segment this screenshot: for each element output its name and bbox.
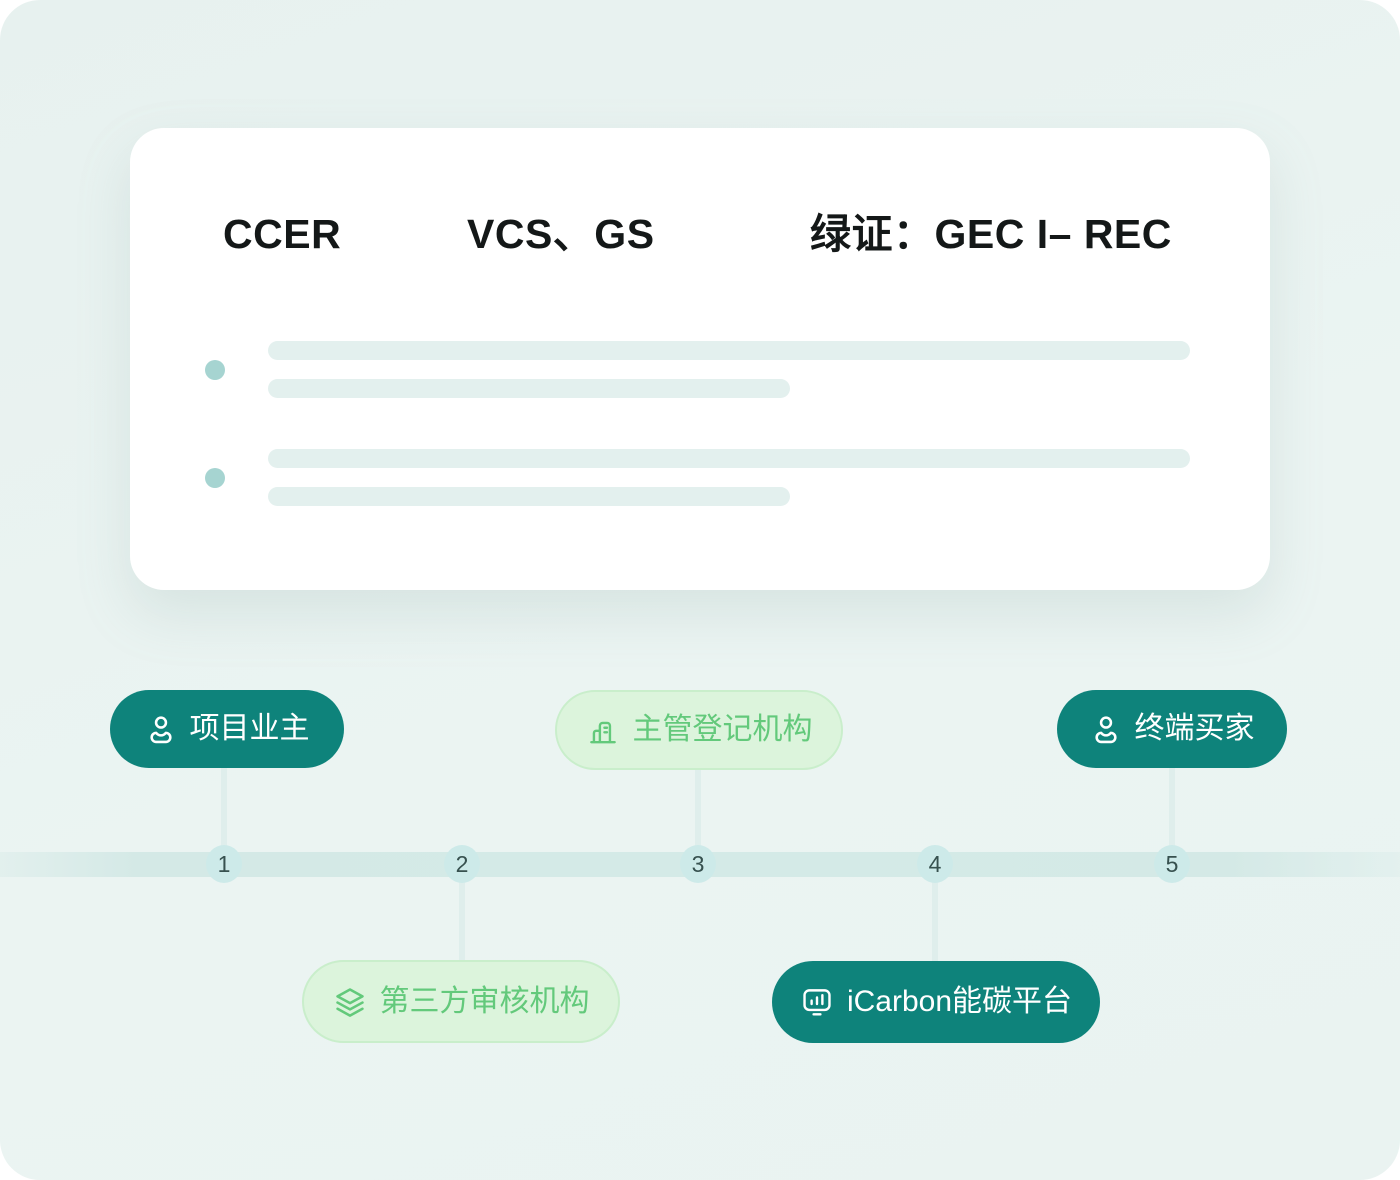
bullet-dot bbox=[205, 468, 225, 488]
connector-step-2 bbox=[459, 875, 465, 963]
connector-step-4 bbox=[932, 875, 938, 964]
entity-pill-label: 终端买家 bbox=[1134, 712, 1255, 745]
user-icon bbox=[145, 713, 177, 745]
step-circle-4: 4 bbox=[917, 845, 953, 883]
monitor-chart-icon bbox=[800, 985, 834, 1019]
user-icon bbox=[1090, 713, 1122, 745]
step-circle-2: 2 bbox=[444, 845, 480, 883]
entity-pill-label: 项目业主 bbox=[189, 712, 310, 745]
standard-label-green-cert: 绿证：GEC I– REC bbox=[810, 211, 1172, 257]
connector-step-3 bbox=[695, 768, 701, 854]
step-circle-5: 5 bbox=[1154, 845, 1190, 883]
entity-pill-label: 第三方审核机构 bbox=[379, 984, 590, 1018]
entity-pill-project-owner: 项目业主 bbox=[110, 690, 344, 768]
placeholder-bar bbox=[268, 449, 1190, 468]
entity-pill-label: iCarbon能碳平台 bbox=[846, 985, 1073, 1018]
layers-icon bbox=[333, 985, 367, 1019]
connector-step-1 bbox=[221, 766, 227, 854]
connector-step-5 bbox=[1169, 766, 1175, 854]
standard-label-vcs-gs: VCS、GS bbox=[467, 211, 655, 257]
entity-pill-end-buyer: 终端买家 bbox=[1057, 690, 1287, 768]
entity-pill-registry-authority: 主管登记机构 bbox=[555, 690, 843, 770]
step-circle-1: 1 bbox=[206, 845, 242, 883]
placeholder-bar bbox=[268, 379, 790, 398]
building-icon bbox=[586, 713, 620, 747]
step-circle-3: 3 bbox=[680, 845, 716, 883]
entity-pill-label: 主管登记机构 bbox=[632, 713, 813, 746]
placeholder-bar bbox=[268, 341, 1190, 360]
standard-label-ccer: CCER bbox=[223, 211, 342, 257]
entity-pill-icarbon-platform: iCarbon能碳平台 bbox=[772, 961, 1100, 1043]
placeholder-bar bbox=[268, 487, 790, 506]
entity-pill-third-party-auditor: 第三方审核机构 bbox=[302, 960, 620, 1043]
bullet-dot bbox=[205, 360, 225, 380]
